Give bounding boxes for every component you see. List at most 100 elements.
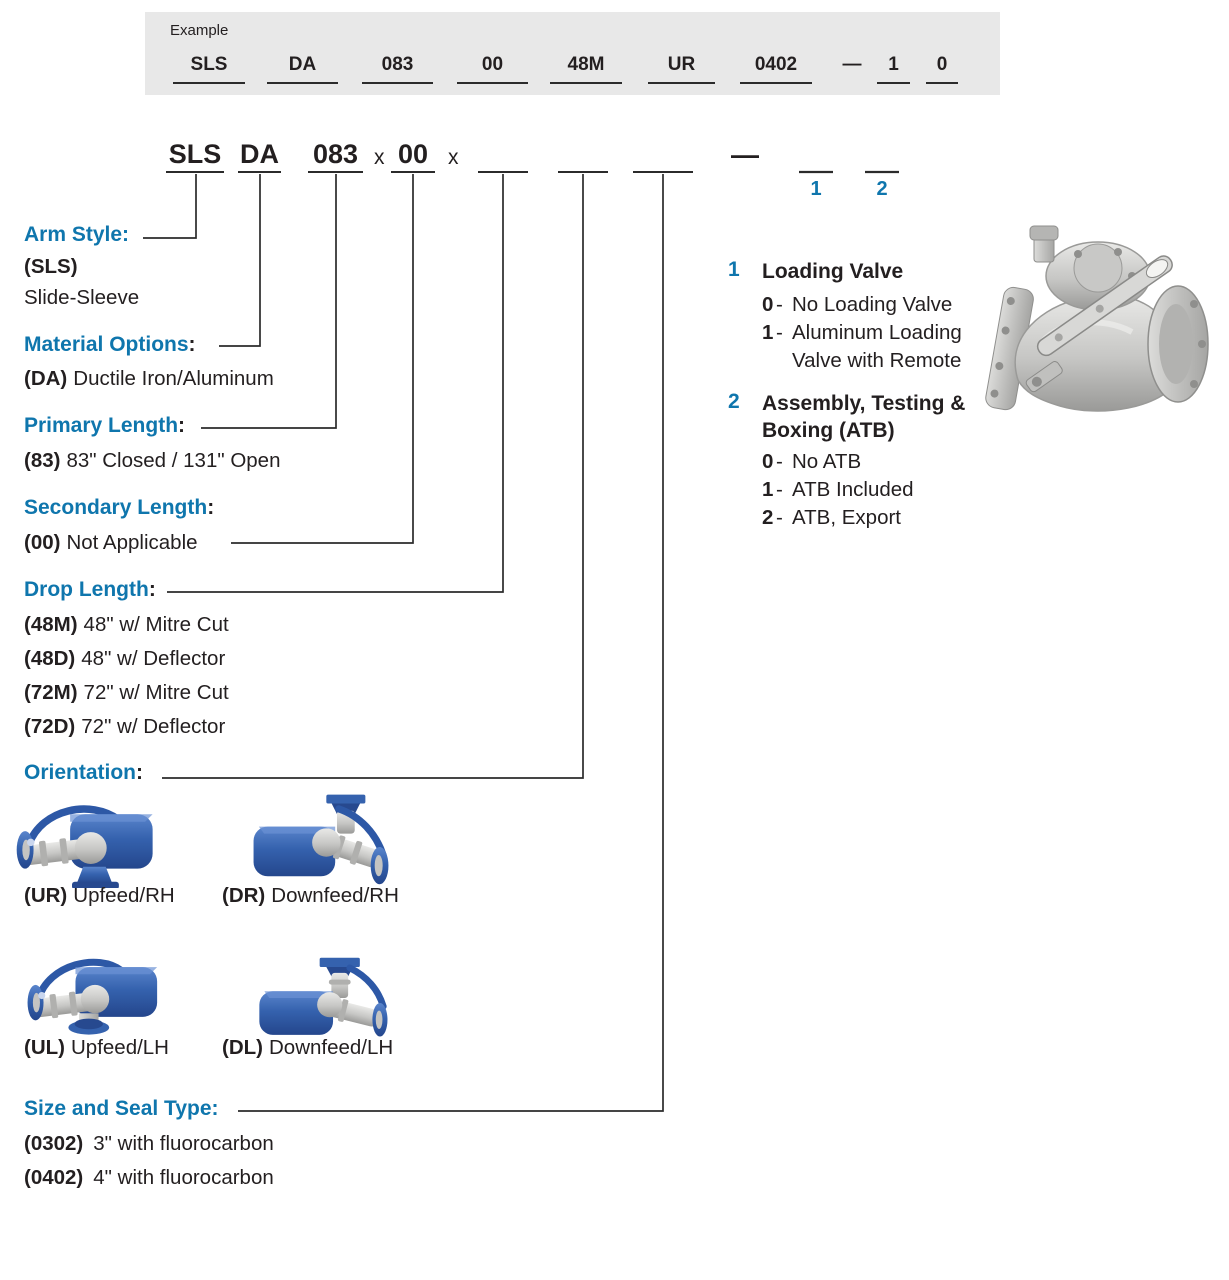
drop-length-option-72m: (72M)72" w/ Mitre Cut: [24, 676, 229, 710]
atb-title-line2: Boxing (ATB): [762, 419, 895, 442]
atb-1-sep: -: [776, 478, 783, 501]
loading-valve-option-0: 0 - No Loading Valve: [762, 291, 970, 319]
atb-option-2: 2 - ATB, Export: [762, 504, 914, 532]
example-seg-atb: 0: [926, 48, 958, 84]
orientation-ul-code: (UL): [24, 1036, 65, 1059]
lv-0-code: 0: [762, 293, 774, 316]
heading-material-options: Material Options:: [24, 333, 196, 357]
orientation-label-ul: (UL)Upfeed/LH: [24, 1036, 169, 1060]
loading-valve-options: 0 - No Loading Valve 1 - Aluminum Loadin…: [762, 291, 970, 375]
drop-72d-desc: 72" w/ Deflector: [81, 715, 226, 738]
heading-material-options-text: Material Options: [24, 333, 189, 356]
atb-option-1: 1 - ATB Included: [762, 476, 914, 504]
secondary-length-desc: Not Applicable: [66, 531, 198, 554]
orientation-dr-desc: Downfeed/RH: [271, 884, 399, 907]
drop-48d-desc: 48" w/ Deflector: [81, 647, 226, 670]
atb-option-0: 0 - No ATB: [762, 448, 914, 476]
atb-1-code: 1: [762, 478, 774, 501]
lv-1-sep: -: [776, 321, 783, 344]
drop-length-option-48d: (48D)48" w/ Deflector: [24, 642, 229, 676]
heading-primary-length-colon: :: [178, 414, 186, 437]
heading-orientation-colon: :: [136, 761, 144, 784]
atb-title: Assembly, Testing & Boxing (ATB): [762, 390, 965, 444]
heading-primary-length-text: Primary Length: [24, 414, 179, 437]
heading-material-options-colon: :: [188, 333, 196, 356]
connector-secondary-length: [231, 174, 414, 544]
heading-size-seal-text: Size and Seal Type: [24, 1097, 212, 1120]
material-desc: Ductile Iron/Aluminum: [73, 367, 274, 390]
heading-orientation: Orientation:: [24, 761, 144, 785]
orientation-image-upfeed-rh: [16, 805, 153, 888]
size-0302-desc: 3" with fluorocarbon: [93, 1132, 274, 1155]
heading-arm-style-text: Arm Style: [24, 223, 123, 246]
material-option: (DA)Ductile Iron/Aluminum: [24, 362, 274, 396]
drop-72m-code: (72M): [24, 681, 78, 704]
heading-drop-length-colon: :: [148, 578, 156, 601]
orientation-ul-desc: Upfeed/LH: [70, 1036, 169, 1059]
code-sep-x1: x: [374, 146, 385, 169]
orientation-label-dr: (DR)Downfeed/RH: [222, 884, 399, 908]
heading-secondary-length-text: Secondary Length: [24, 496, 208, 519]
connector-material-options: [219, 174, 261, 347]
heading-secondary-length: Secondary Length:: [24, 496, 215, 520]
code-seg-secondary: 00: [391, 137, 435, 173]
orientation-dr-code: (DR): [222, 884, 266, 907]
orientation-label-ur: (UR)Upfeed/RH: [24, 884, 175, 908]
example-seg-arm: SLS: [173, 48, 245, 84]
primary-length-option: (83)83" Closed / 131" Open: [24, 444, 280, 478]
ref-number-1: 1: [810, 178, 822, 200]
orientation-ur-desc: Upfeed/RH: [73, 884, 175, 907]
atb-2-code: 2: [762, 506, 774, 529]
atb-options: 0 - No ATB 1 - ATB Included 2 - ATB, Exp…: [762, 448, 914, 532]
lv-0-sep: -: [776, 293, 783, 316]
secondary-length-option: (00)Not Applicable: [24, 526, 198, 560]
code-dash: —: [731, 139, 759, 170]
orientation-dl-desc: Downfeed/LH: [268, 1036, 394, 1059]
heading-orientation-text: Orientation: [24, 761, 137, 784]
arm-style-option: (SLS) Slide-Sleeve: [24, 251, 139, 313]
code-seg-arm: SLS: [166, 137, 224, 173]
size-seal-options: (0302)3" with fluorocarbon (0402)4" with…: [24, 1127, 274, 1195]
orientation-ur-code: (UR): [24, 884, 68, 907]
connector-arm-style: [143, 174, 197, 239]
code-seg-orientation-blank: [558, 137, 608, 173]
drop-72d-code: (72D): [24, 715, 76, 738]
atb-0-desc: No ATB: [792, 450, 862, 473]
orientation-image-upfeed-lh: [27, 958, 158, 1035]
example-title: Example: [170, 22, 229, 39]
drop-length-option-48m: (48M)48" w/ Mitre Cut: [24, 608, 229, 642]
heading-drop-length: Drop Length:: [24, 578, 156, 602]
heading-size-seal: Size and Seal Type:: [24, 1097, 219, 1121]
atb-2-desc: ATB, Export: [792, 506, 901, 529]
atb-number: 2: [728, 390, 740, 413]
material-code: (DA): [24, 367, 68, 390]
orientation-label-dl: (DL)Downfeed/LH: [222, 1036, 393, 1060]
heading-secondary-length-colon: :: [207, 496, 215, 519]
heading-arm-style: Arm Style:: [24, 223, 130, 247]
loading-valve-title: Loading Valve: [762, 260, 904, 283]
arm-style-desc: Slide-Sleeve: [24, 286, 140, 309]
orientation-image-downfeed-lh: [259, 957, 388, 1037]
drop-72m-desc: 72" w/ Mitre Cut: [83, 681, 229, 704]
atb-title-line1: Assembly, Testing &: [762, 392, 966, 415]
heading-drop-length-text: Drop Length: [24, 578, 149, 601]
loading-valve-option-1: 1 - Aluminum Loading Valve with Remote: [762, 319, 970, 375]
example-seg-secondary: 00: [457, 48, 528, 84]
orientation-dl-code: (DL): [222, 1036, 263, 1059]
code-seg-drop-blank: [478, 137, 528, 173]
lv-1-code: 1: [762, 321, 774, 344]
atb-2-sep: -: [776, 506, 783, 529]
size-seal-option-0402: (0402)4" with fluorocarbon: [24, 1161, 274, 1195]
heading-size-seal-colon: :: [211, 1097, 219, 1120]
lv-1-desc: Aluminum Loading Valve with Remote: [792, 321, 962, 372]
lv-0-desc: No Loading Valve: [792, 293, 953, 316]
heading-arm-style-colon: :: [122, 223, 130, 246]
drop-length-option-72d: (72D)72" w/ Deflector: [24, 710, 229, 744]
example-seg-orientation: UR: [648, 48, 715, 84]
drop-48m-desc: 48" w/ Mitre Cut: [83, 613, 229, 636]
arm-style-code: (SLS): [24, 255, 78, 278]
drop-48d-code: (48D): [24, 647, 76, 670]
heading-primary-length: Primary Length:: [24, 414, 186, 438]
size-0402-code: (0402): [24, 1166, 84, 1189]
